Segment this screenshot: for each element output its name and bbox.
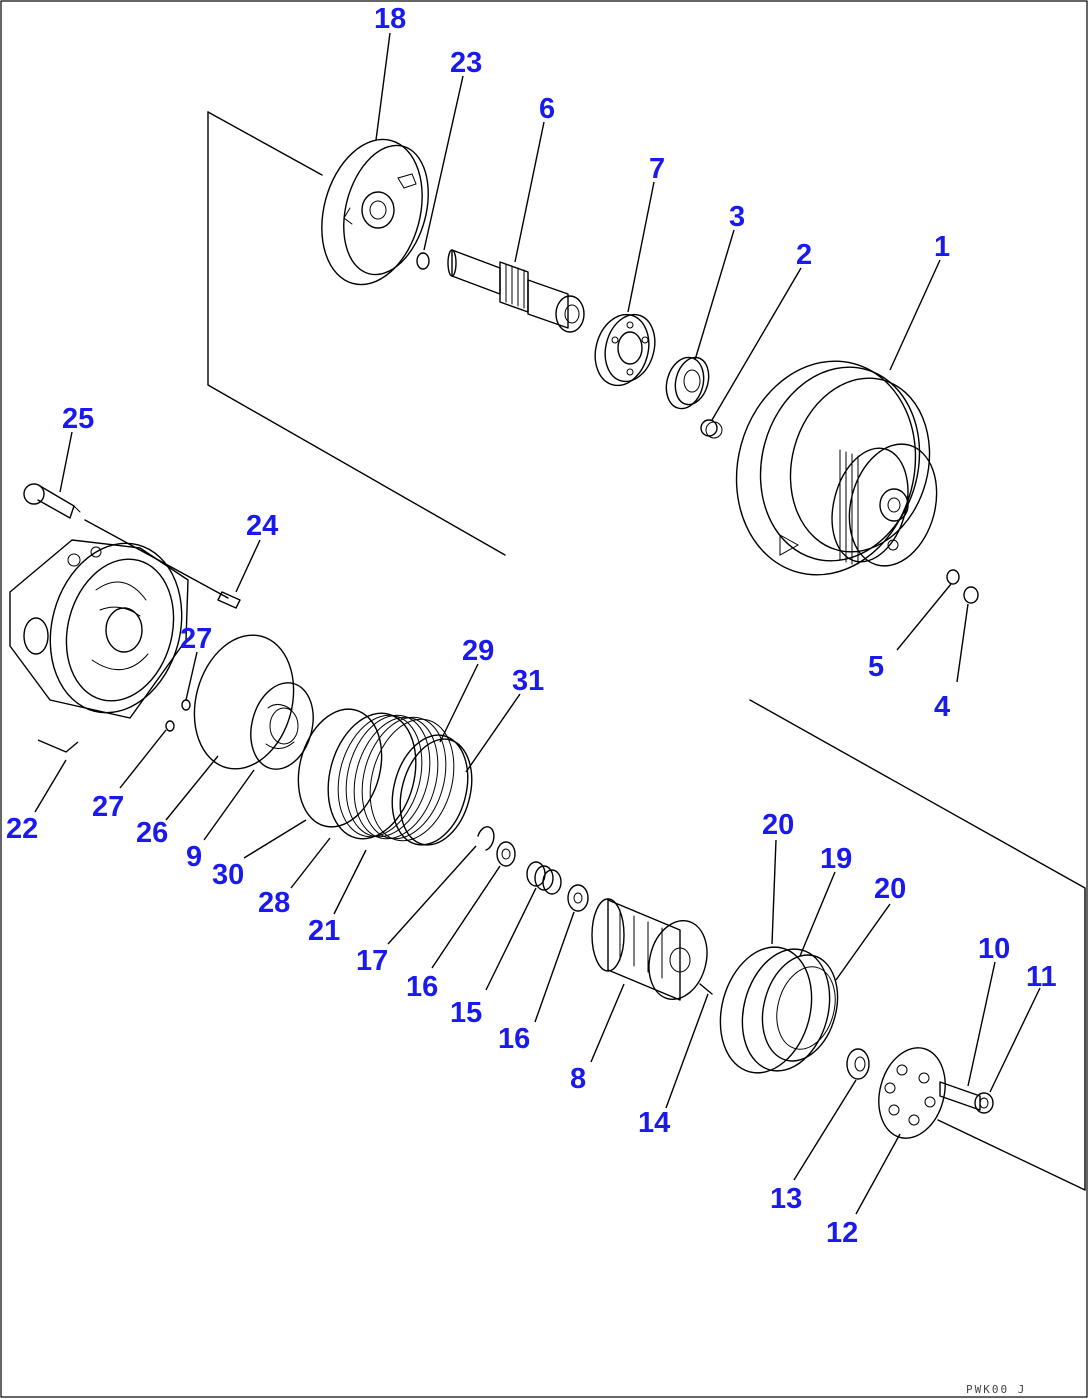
callout-23: 23 [450,47,482,79]
callout-26: 26 [136,817,168,849]
part-valve-plate [878,1047,946,1139]
part-washer-a [496,841,516,867]
callout-31: 31 [512,665,544,697]
callout-16-right: 16 [498,1023,530,1055]
part-pin [416,252,430,270]
callout-22: 22 [6,813,38,845]
callout-25: 25 [62,403,94,435]
part-needle-bearing [846,1048,870,1080]
callout-7: 7 [649,153,665,185]
part-bolt [23,483,81,519]
callout-3: 3 [729,201,745,233]
assembly-boundary [84,111,1086,1191]
part-cylinder-block [591,898,708,1001]
part-bearing [594,313,656,387]
callout-15: 15 [450,997,482,1029]
callout-5: 5 [868,651,884,683]
callout-2: 2 [796,239,812,271]
part-disc-pack [327,712,455,842]
callout-10: 10 [978,933,1010,965]
part-shaft [447,249,585,333]
callout-14: 14 [638,1107,670,1139]
callout-11: 11 [1026,961,1057,993]
part-plate [250,682,314,770]
callout-30: 30 [212,859,244,891]
part-washer-b [567,884,589,912]
callout-29: 29 [462,635,494,667]
callout-19: 19 [820,843,852,875]
part-housing [735,360,938,576]
part-snap-ring [391,734,469,846]
part-plug [946,569,960,585]
part-spacer-plates [719,946,839,1074]
part-small-bearing [665,356,710,410]
part-circlip [477,826,495,851]
callout-20-left: 20 [762,809,794,841]
part-stub-shaft [939,1081,994,1114]
part-small-pin [700,419,723,439]
part-nut [963,586,979,604]
part-spring [526,861,562,895]
part-seal-ring [399,738,473,846]
callout-6: 6 [539,93,555,125]
callout-16-left: 16 [406,971,438,1003]
callout-12: 12 [826,1217,858,1249]
figure-code: PWK00 J [966,1383,1026,1396]
callout-24: 24 [246,510,278,542]
callout-8: 8 [570,1063,586,1095]
callout-20-right: 20 [874,873,906,905]
part-needle-pin [699,983,713,995]
part-valve-body [9,539,189,719]
part-small-pin-lower [165,720,175,732]
callout-labels: 18 23 6 7 3 2 1 25 24 27 29 31 5 4 22 27… [6,3,1057,1249]
leader-lines [34,32,1041,1215]
callout-13: 13 [770,1183,802,1215]
callout-18: 18 [374,3,406,35]
part-ring [297,708,383,828]
callout-1: 1 [934,231,950,263]
part-o-ring [193,634,295,770]
callout-21: 21 [308,915,340,947]
part-dowel-pin [217,591,241,609]
part-cover [321,138,429,286]
callout-17: 17 [356,945,388,977]
part-small-pin-upper [181,699,191,711]
callout-27-upper: 27 [180,623,212,655]
callout-4: 4 [934,691,950,723]
callout-27-lower: 27 [92,791,124,823]
callout-28: 28 [258,887,290,919]
callout-9: 9 [186,841,202,873]
